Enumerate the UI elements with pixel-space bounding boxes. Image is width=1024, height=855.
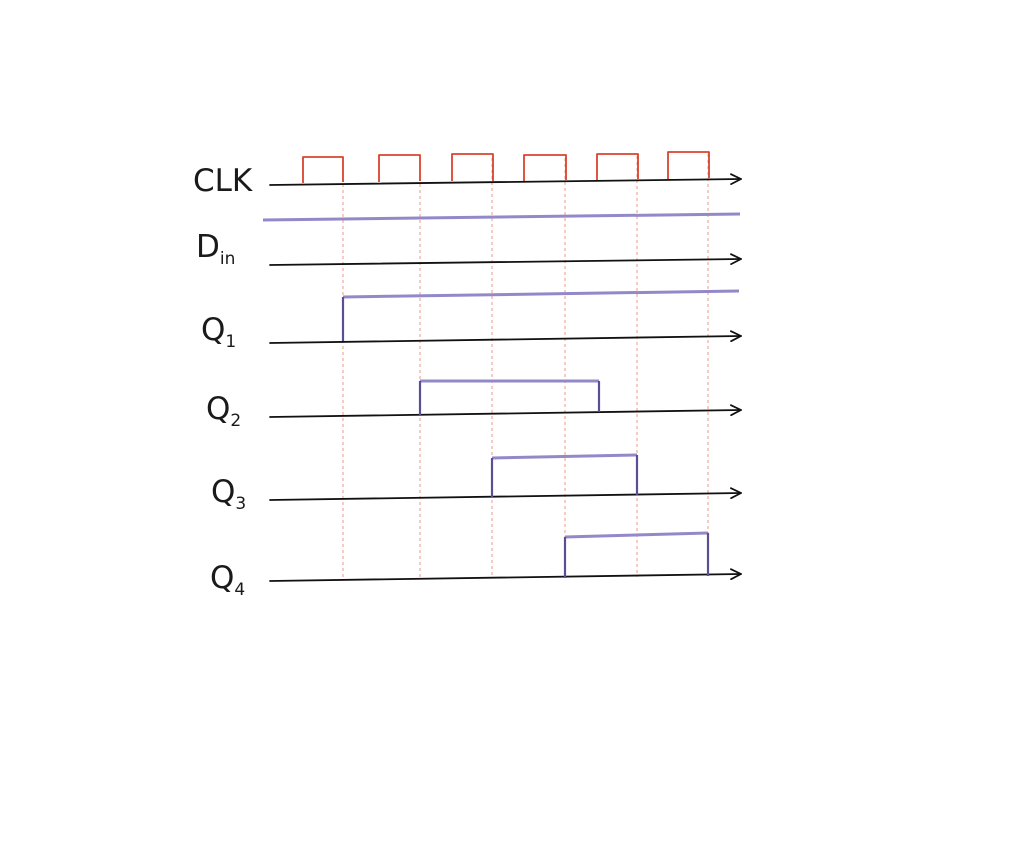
- q2-label: Q2: [206, 391, 241, 431]
- q4-row: Q4: [210, 531, 742, 600]
- q2-time-axis: [269, 404, 742, 418]
- q3-time-axis: [269, 487, 742, 501]
- din-label-main: D: [196, 229, 220, 265]
- q2-row: Q2: [206, 379, 742, 431]
- q1-time-axis: [269, 330, 742, 344]
- q4-label-sub: 4: [234, 580, 245, 600]
- q1-waveform: [342, 289, 740, 299]
- q3-waveform: [491, 453, 638, 460]
- q1-label: Q1: [201, 312, 236, 352]
- clock-edge-guides: [342, 154, 709, 580]
- q1-label-main: Q: [201, 312, 225, 348]
- q2-label-main: Q: [206, 391, 230, 427]
- q4-waveform: [564, 531, 709, 539]
- din-time-axis: [269, 253, 742, 266]
- q1-row: Q1: [201, 289, 742, 352]
- din-label-sub: in: [220, 249, 236, 269]
- din-waveform: [262, 212, 741, 222]
- din-row: Din: [196, 212, 742, 269]
- q3-label-main: Q: [211, 474, 235, 510]
- clk-time-axis: [269, 173, 742, 186]
- q4-label: Q4: [210, 560, 245, 600]
- q3-label: Q3: [211, 474, 246, 514]
- q4-time-axis: [269, 568, 742, 582]
- clk-label: CLK: [193, 163, 253, 199]
- q3-row: Q3: [211, 453, 742, 514]
- din-label: Din: [196, 229, 235, 269]
- q1-label-sub: 1: [225, 332, 236, 352]
- clock-waveform: [302, 151, 710, 183]
- q4-label-main: Q: [210, 560, 234, 596]
- q3-label-sub: 3: [235, 494, 246, 514]
- clk-row: CLK: [193, 151, 742, 199]
- q2-label-sub: 2: [230, 411, 241, 431]
